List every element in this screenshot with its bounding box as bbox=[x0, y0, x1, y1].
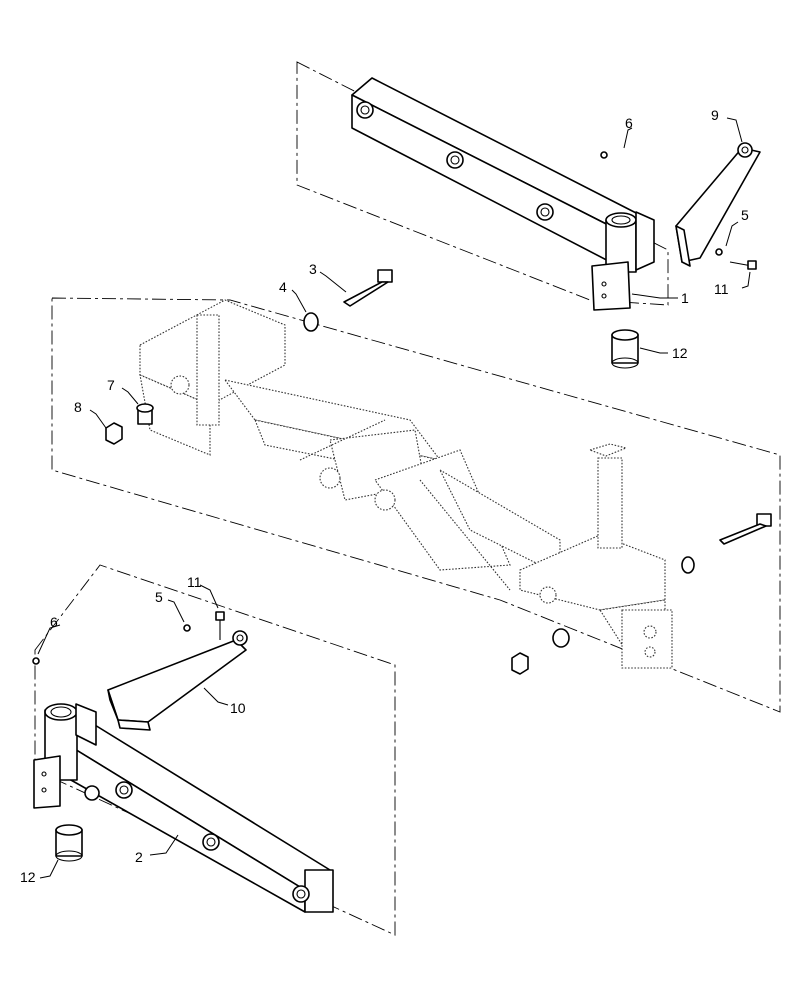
callout-7: 7 bbox=[107, 377, 115, 393]
callout-3: 3 bbox=[309, 261, 317, 277]
callout-8: 8 bbox=[74, 399, 82, 415]
frame-nut-right bbox=[511, 652, 529, 675]
upper-bolt-11 bbox=[729, 260, 757, 270]
callout-1: 1 bbox=[681, 290, 689, 306]
upper-washer-5 bbox=[715, 248, 723, 256]
lower-pin-6 bbox=[32, 657, 40, 665]
lower-washer-5 bbox=[183, 624, 191, 632]
leader-lines bbox=[37, 117, 751, 879]
callout-11-lower: 11 bbox=[187, 574, 202, 590]
lower-bracket bbox=[107, 630, 248, 731]
bolt-3 bbox=[343, 269, 393, 307]
upper-bushing bbox=[611, 329, 639, 369]
callout-2: 2 bbox=[135, 849, 143, 865]
lower-arm-boundary bbox=[34, 564, 396, 936]
washer-4 bbox=[303, 312, 319, 332]
frame-spacer-right bbox=[552, 628, 570, 648]
lower-arm bbox=[33, 703, 334, 913]
callout-5-lower: 5 bbox=[155, 589, 163, 605]
callout-5-upper: 5 bbox=[741, 207, 749, 223]
spacer-7 bbox=[136, 403, 154, 425]
frame-washer-right bbox=[681, 556, 695, 574]
upper-arm bbox=[351, 77, 655, 311]
callout-12-lower: 12 bbox=[20, 869, 36, 885]
upper-pin-6 bbox=[600, 151, 608, 159]
callout-6-lower: 6 bbox=[50, 614, 58, 630]
lower-bushing bbox=[55, 824, 83, 862]
lower-bolt-11 bbox=[215, 611, 225, 640]
frame-bolt-right bbox=[719, 513, 772, 545]
upper-bracket bbox=[675, 142, 761, 267]
callout-6-upper: 6 bbox=[625, 115, 633, 131]
callout-10: 10 bbox=[230, 700, 246, 716]
nut-8 bbox=[105, 422, 123, 445]
frame-boundary bbox=[51, 297, 781, 713]
callout-12-upper: 12 bbox=[672, 345, 688, 361]
callout-11-upper: 11 bbox=[714, 281, 729, 297]
main-frame bbox=[139, 299, 673, 669]
callout-4: 4 bbox=[279, 279, 287, 295]
callout-9: 9 bbox=[711, 107, 719, 123]
